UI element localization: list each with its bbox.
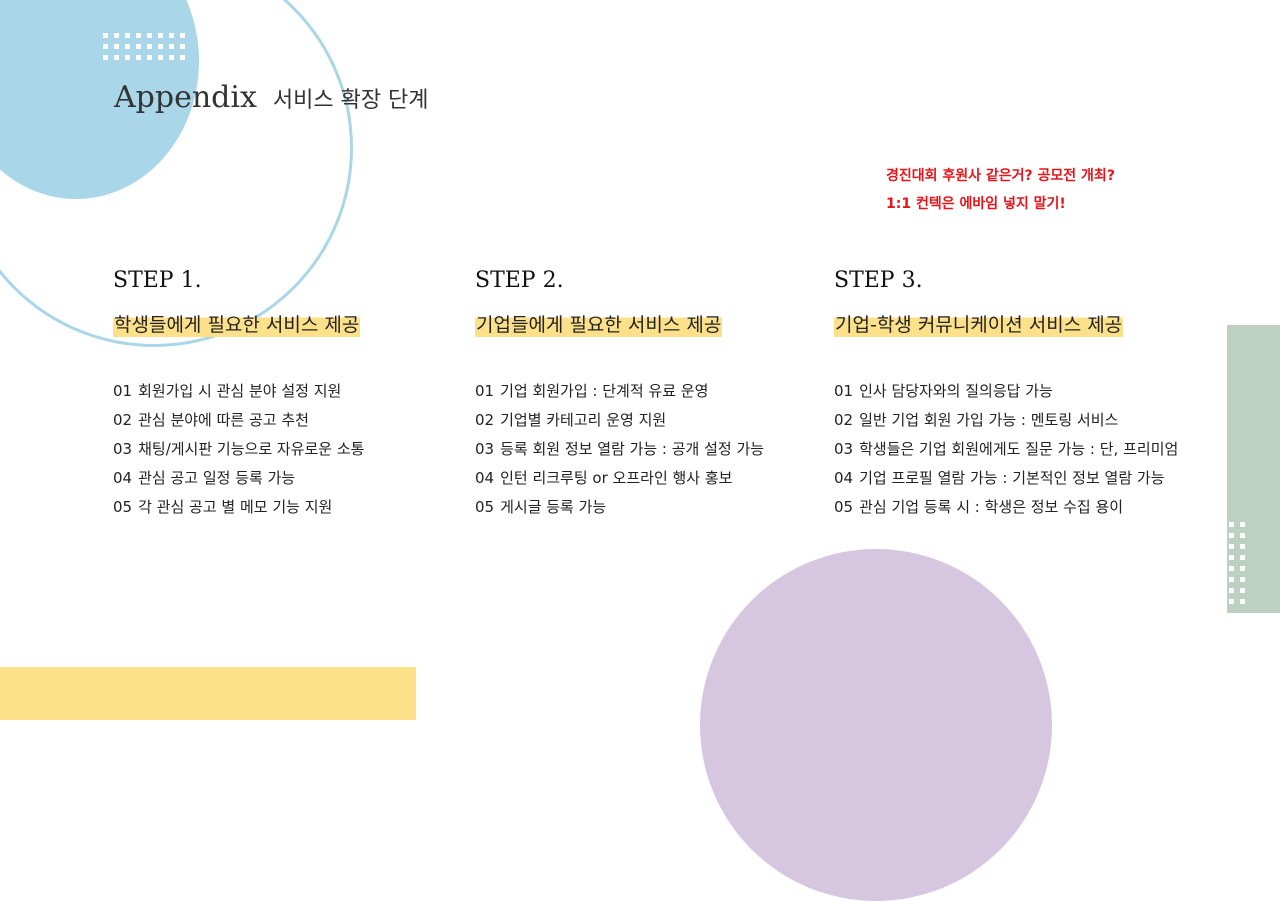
green-bar-decoration — [1227, 325, 1280, 613]
dot-grid-decoration — [103, 33, 185, 60]
note-line-2: 1:1 컨텍은 에바임 넣지 말기! — [886, 196, 1066, 212]
purple-circle-decoration — [700, 549, 1052, 901]
step-headline: 학생들에게 필요한 서비스 제공 — [113, 310, 361, 337]
yellow-bar-decoration — [0, 667, 416, 720]
step-label: STEP 1. — [113, 268, 202, 293]
title-main: Appendix — [114, 80, 257, 115]
page-title: Appendix 서비스 확장 단계 — [114, 80, 429, 115]
dot-column-decoration — [1229, 522, 1245, 604]
title-subtitle: 서비스 확장 단계 — [272, 88, 429, 113]
step-label: STEP 3. — [834, 268, 923, 293]
note-line-1: 경진대회 후원사 같은거? 공모전 개최? — [886, 168, 1115, 184]
step-label: STEP 2. — [475, 268, 564, 293]
step-headline: 기업-학생 커뮤니케이션 서비스 제공 — [834, 310, 1124, 337]
step-headline: 기업들에게 필요한 서비스 제공 — [475, 310, 723, 337]
red-note: 경진대회 후원사 같은거? 공모전 개최? 1:1 컨텍은 에바임 넣지 말기! — [886, 162, 1115, 218]
